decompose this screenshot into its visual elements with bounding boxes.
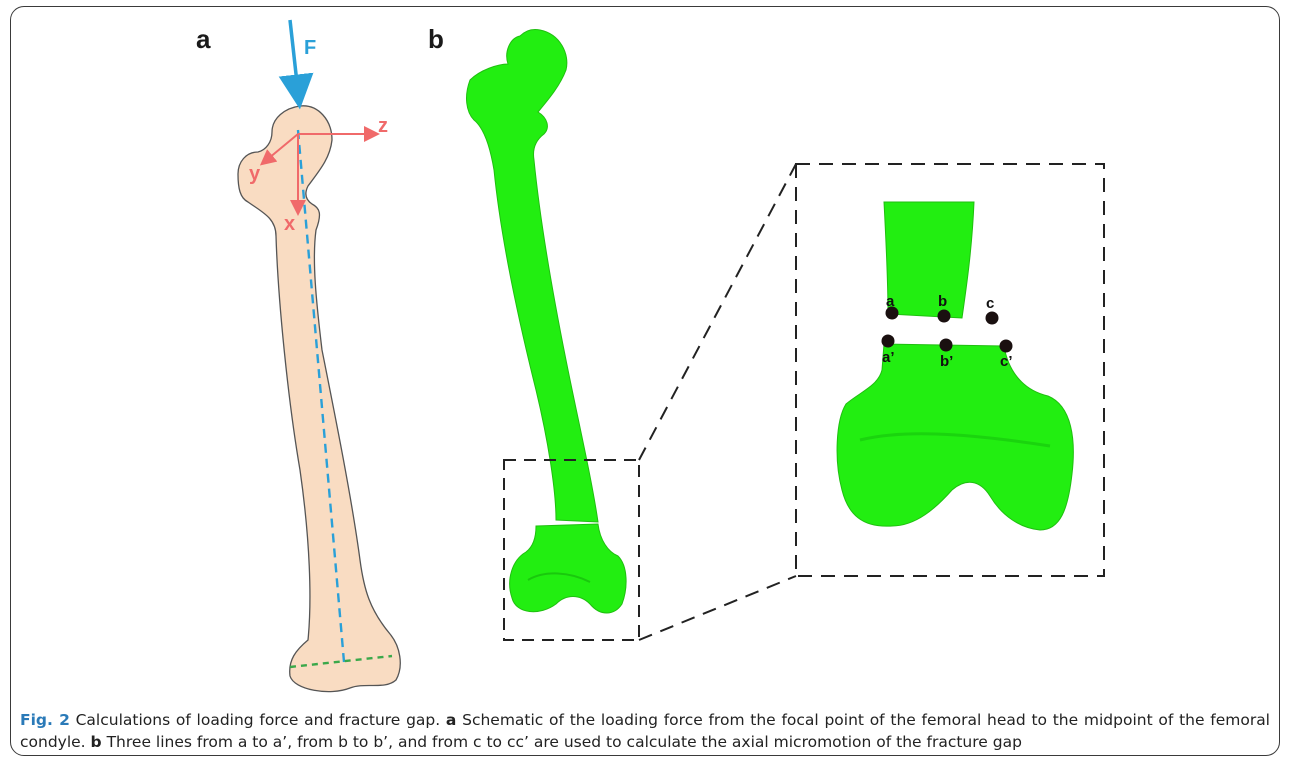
figure-label: Fig. 2	[20, 711, 70, 729]
zoom-shaft	[884, 202, 974, 318]
zoom-connector-top	[639, 164, 796, 460]
point-a-prime-label: a’	[882, 349, 895, 366]
caption-part-b-label: b	[91, 733, 102, 751]
y-axis-label: y	[249, 163, 261, 185]
point-a-label: a	[886, 293, 895, 310]
caption-part-b-text: Three lines from a to a’, from b to b’, …	[102, 733, 1022, 751]
z-axis-label: z	[378, 115, 388, 137]
point-b-label: b	[938, 293, 947, 310]
force-label: F	[304, 37, 316, 59]
femur-model-lower	[510, 524, 626, 613]
point-c	[986, 312, 999, 325]
panel-b: b a b c a’ b’ c’	[428, 24, 1104, 640]
force-arrow	[290, 20, 298, 92]
figure-caption: Fig. 2 Calculations of loading force and…	[20, 709, 1270, 753]
panel-a-label: a	[196, 24, 211, 54]
zoom-connector-bottom	[639, 576, 796, 640]
panel-b-label: b	[428, 24, 444, 54]
x-axis-label: x	[284, 213, 295, 235]
point-b-prime	[940, 339, 953, 352]
point-c-prime	[1000, 340, 1013, 353]
point-c-label: c	[986, 295, 994, 312]
femur-schematic	[238, 106, 400, 692]
point-b-prime-label: b’	[940, 353, 953, 370]
femur-model-upper	[467, 29, 598, 522]
point-b	[938, 310, 951, 323]
point-a-prime	[882, 335, 895, 348]
caption-title: Calculations of loading force and fractu…	[70, 711, 446, 729]
panel-a: a F z y x	[196, 20, 400, 692]
point-c-prime-label: c’	[1000, 353, 1013, 370]
caption-part-a-label: a	[446, 711, 456, 729]
